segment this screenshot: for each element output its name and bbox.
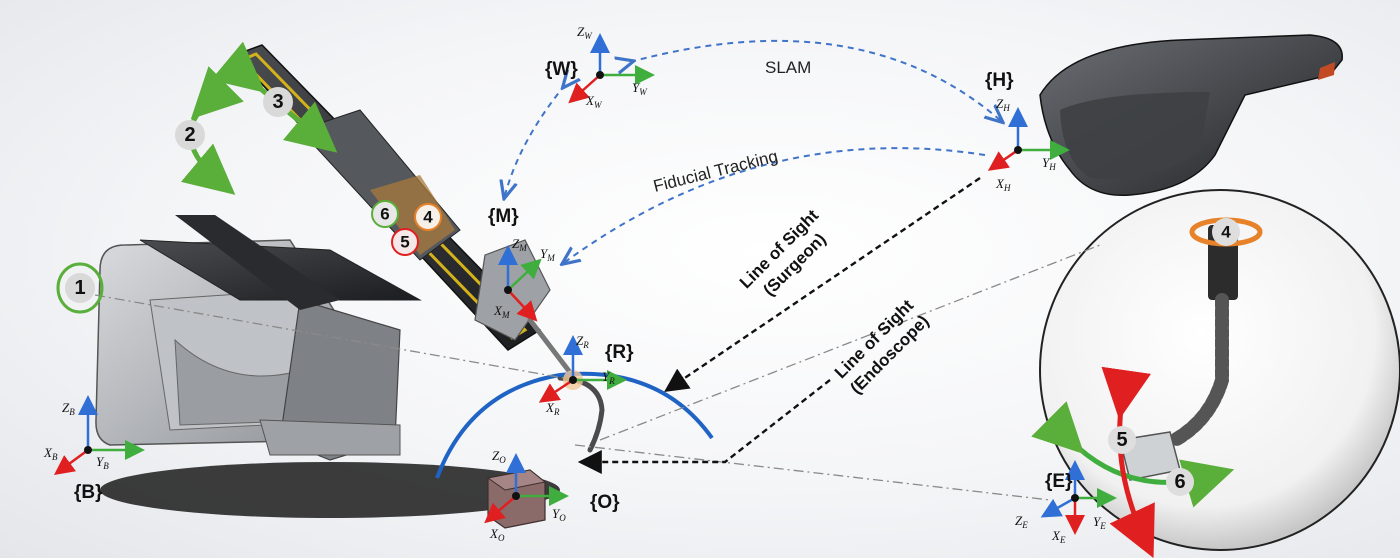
joint-3-badge: 3 xyxy=(263,87,293,117)
joint-2-badge: 2 xyxy=(175,120,205,150)
tracking-links xyxy=(505,39,1000,262)
svg-text:YO: YO xyxy=(552,506,566,523)
svg-text:YH: YH xyxy=(1042,155,1056,172)
slam-link xyxy=(630,39,1000,120)
svg-text:XR: XR xyxy=(545,400,560,417)
inset-joint-5-bend-arrow xyxy=(1101,366,1155,558)
line-of-sight-arrows xyxy=(577,177,981,474)
los-surgeon-label: Line of Sight (Surgeon) xyxy=(736,206,830,300)
svg-text:2: 2 xyxy=(184,124,195,146)
frame-b: {B} ZB YB XB xyxy=(43,395,145,503)
svg-text:ZM: ZM xyxy=(512,236,527,253)
svg-text:{B}: {B} xyxy=(74,482,103,503)
svg-text:{O}: {O} xyxy=(590,492,620,513)
svg-text:XE: XE xyxy=(1051,528,1066,545)
joint-5-badge: 5 xyxy=(391,228,419,256)
svg-text:XB: XB xyxy=(43,445,58,462)
workspace-arc xyxy=(435,371,714,479)
projection-lines xyxy=(94,244,1101,501)
robot-base-illustration xyxy=(95,215,560,518)
svg-text:YW: YW xyxy=(632,80,648,97)
svg-text:3: 3 xyxy=(272,91,283,113)
svg-text:6: 6 xyxy=(380,205,389,224)
joint-6-badge: 6 xyxy=(371,200,399,228)
svg-text:ZW: ZW xyxy=(577,24,593,41)
svg-text:XM: XM xyxy=(493,303,510,320)
svg-text:4: 4 xyxy=(423,208,433,227)
svg-text:4: 4 xyxy=(1221,223,1231,242)
slam-label: SLAM xyxy=(765,58,811,77)
svg-text:{E}: {E} xyxy=(1045,471,1073,492)
joint-4-badge: 4 xyxy=(414,203,442,231)
svg-text:{M}: {M} xyxy=(488,206,519,227)
frame-o: {O} ZO YO XO xyxy=(484,448,620,543)
svg-text:ZE: ZE xyxy=(1015,513,1028,530)
los-surgeon-arrow xyxy=(664,177,981,393)
svg-text:ZR: ZR xyxy=(576,333,589,350)
svg-text:XO: XO xyxy=(489,526,505,543)
svg-text:ZB: ZB xyxy=(62,400,75,417)
svg-text:ZH: ZH xyxy=(996,96,1010,113)
svg-text:{W}: {W} xyxy=(545,59,578,80)
svg-text:1: 1 xyxy=(74,277,85,299)
svg-text:6: 6 xyxy=(1174,471,1185,493)
svg-text:ZO: ZO xyxy=(492,448,506,465)
frame-m: {M} ZM YM XM xyxy=(488,206,555,322)
frame-w: {W} ZW YW XW xyxy=(545,24,655,110)
inset-joint-4-badge: 4 xyxy=(1212,218,1240,246)
inset-joint-5-badge: 5 xyxy=(1108,426,1136,454)
frame-e: {E} ZE YE XE xyxy=(1015,460,1117,545)
los-endoscope-label: Line of Sight (Endoscope) xyxy=(831,296,933,398)
frame-h: {H} ZH YH XH xyxy=(985,70,1070,193)
svg-text:YR: YR xyxy=(602,369,615,386)
svg-text:YE: YE xyxy=(1093,514,1106,531)
svg-text:XW: XW xyxy=(585,93,603,110)
svg-text:YM: YM xyxy=(540,246,555,263)
svg-text:YB: YB xyxy=(96,454,109,471)
inset-joint-6-badge: 6 xyxy=(1166,468,1194,496)
svg-text:5: 5 xyxy=(400,233,409,252)
world-marker-link xyxy=(505,85,565,195)
svg-text:XH: XH xyxy=(995,176,1011,193)
fiducial-tracking-label: Fiducial Tracking xyxy=(651,147,779,196)
svg-text:{H}: {H} xyxy=(985,70,1014,91)
joint-1-badge: 1 xyxy=(65,273,95,303)
svg-text:5: 5 xyxy=(1116,429,1127,451)
frame-r: {R} ZR YR XR xyxy=(538,333,634,417)
joint-badges: 1 2 3 6 4 5 4 5 xyxy=(65,87,1240,496)
svg-text:{R}: {R} xyxy=(605,342,634,363)
los-endoscope-arrow xyxy=(577,379,831,474)
joint-1-rotation-ring xyxy=(56,262,104,314)
hololens-headset-illustration xyxy=(1039,34,1343,197)
